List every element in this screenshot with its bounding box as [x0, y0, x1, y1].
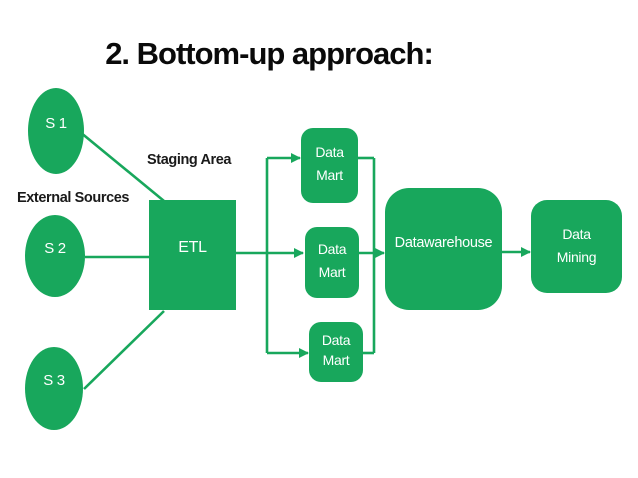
datawarehouse-node: Datawarehouse — [385, 188, 502, 310]
page-title: 2. Bottom-up approach: — [105, 36, 434, 71]
connector-s1-etl — [79, 130, 165, 203]
data-mart-bottom-line2: Mart — [322, 352, 350, 368]
data-mart-top-line1: Data — [315, 144, 344, 161]
external-sources-label: External Sources — [17, 190, 130, 206]
data-mining-node: Data Mining — [531, 200, 622, 293]
data-mining-line1: Data — [562, 226, 591, 243]
data-mart-middle-line1: Data — [317, 241, 347, 258]
source-node-s3-label: S 3 — [43, 372, 65, 390]
data-mart-top-line2: Mart — [316, 166, 343, 183]
data-mart-middle-line2: Mart — [318, 263, 346, 280]
data-mart-middle-node: Data Mart — [305, 227, 359, 298]
data-mart-bottom-line1: Data — [321, 331, 351, 348]
etl-node-label: ETL — [178, 239, 207, 256]
data-mart-top-node: Data Mart — [301, 128, 358, 203]
data-mining-line2: Mining — [556, 248, 597, 265]
connector-s3-etl — [83, 310, 165, 390]
source-node-s3: S 3 — [25, 347, 83, 430]
etl-node: ETL — [149, 200, 236, 310]
source-node-s1-label: S 1 — [45, 114, 67, 132]
datawarehouse-label: Datawarehouse — [394, 235, 493, 252]
staging-area-label: Staging Area — [147, 152, 232, 168]
source-node-s1: S 1 — [28, 88, 84, 174]
data-mart-bottom-node: Data Mart — [309, 322, 363, 382]
source-node-s2-label: S 2 — [44, 239, 66, 257]
source-node-s2: S 2 — [25, 215, 85, 297]
